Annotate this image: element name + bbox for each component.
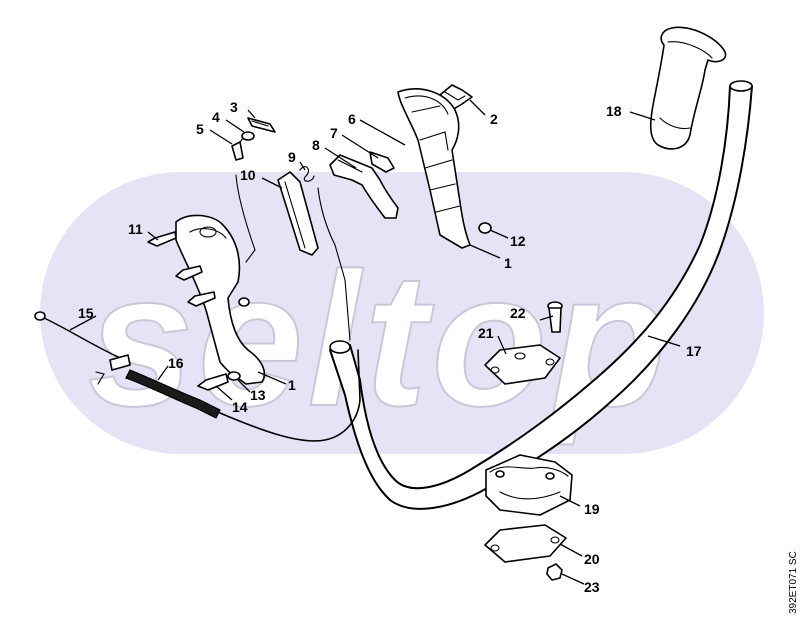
label-21: 21: [478, 325, 494, 341]
label-13: 13: [250, 387, 266, 403]
leader-lines: [69, 99, 681, 585]
label-20: 20: [584, 551, 600, 567]
lower-clamp-plate: [484, 524, 567, 563]
handle-housing-half: [175, 214, 266, 385]
label-10: 10: [240, 167, 256, 183]
spring-clip: [247, 117, 276, 133]
watermark: seltop: [40, 172, 764, 454]
plug-part: [478, 222, 492, 234]
part-number-labels: 3 4 5 6 7 8 9 10 11 2 12 1 18 17 22 21 1…: [78, 99, 702, 595]
label-1-upper: 1: [504, 255, 512, 271]
lockout-lever: [277, 171, 319, 256]
hex-nut: [546, 563, 563, 581]
torsion-spring: [299, 166, 315, 182]
bottom-screw: [197, 371, 241, 391]
label-8: 8: [312, 137, 320, 153]
label-7: 7: [330, 125, 338, 141]
label-16: 16: [168, 355, 184, 371]
label-5: 5: [196, 121, 204, 137]
throttle-cable: [34, 311, 361, 442]
label-17: 17: [686, 343, 702, 359]
upper-clamp-plate: [484, 344, 561, 385]
throttle-wire: [231, 141, 351, 341]
housing-screws: [147, 231, 216, 307]
label-18: 18: [606, 103, 622, 119]
label-2: 2: [490, 111, 498, 127]
label-12: 12: [510, 233, 526, 249]
clamp-block: [485, 454, 573, 516]
label-23: 23: [584, 579, 600, 595]
clamp-bolt: [547, 301, 563, 333]
label-11: 11: [128, 221, 143, 237]
grip-handle: [649, 26, 727, 150]
label-9: 9: [288, 149, 296, 165]
handlebar-tube: [329, 80, 753, 510]
label-22: 22: [510, 305, 526, 321]
label-3: 3: [230, 99, 238, 115]
label-14: 14: [232, 399, 248, 415]
control-handle-housing: [397, 88, 471, 249]
label-4: 4: [212, 109, 220, 125]
label-19: 19: [584, 501, 600, 517]
label-15: 15: [78, 305, 94, 321]
label-1-lower: 1: [288, 377, 296, 393]
label-6: 6: [348, 111, 356, 127]
drawing-code: 392ET071 SC: [788, 551, 799, 614]
